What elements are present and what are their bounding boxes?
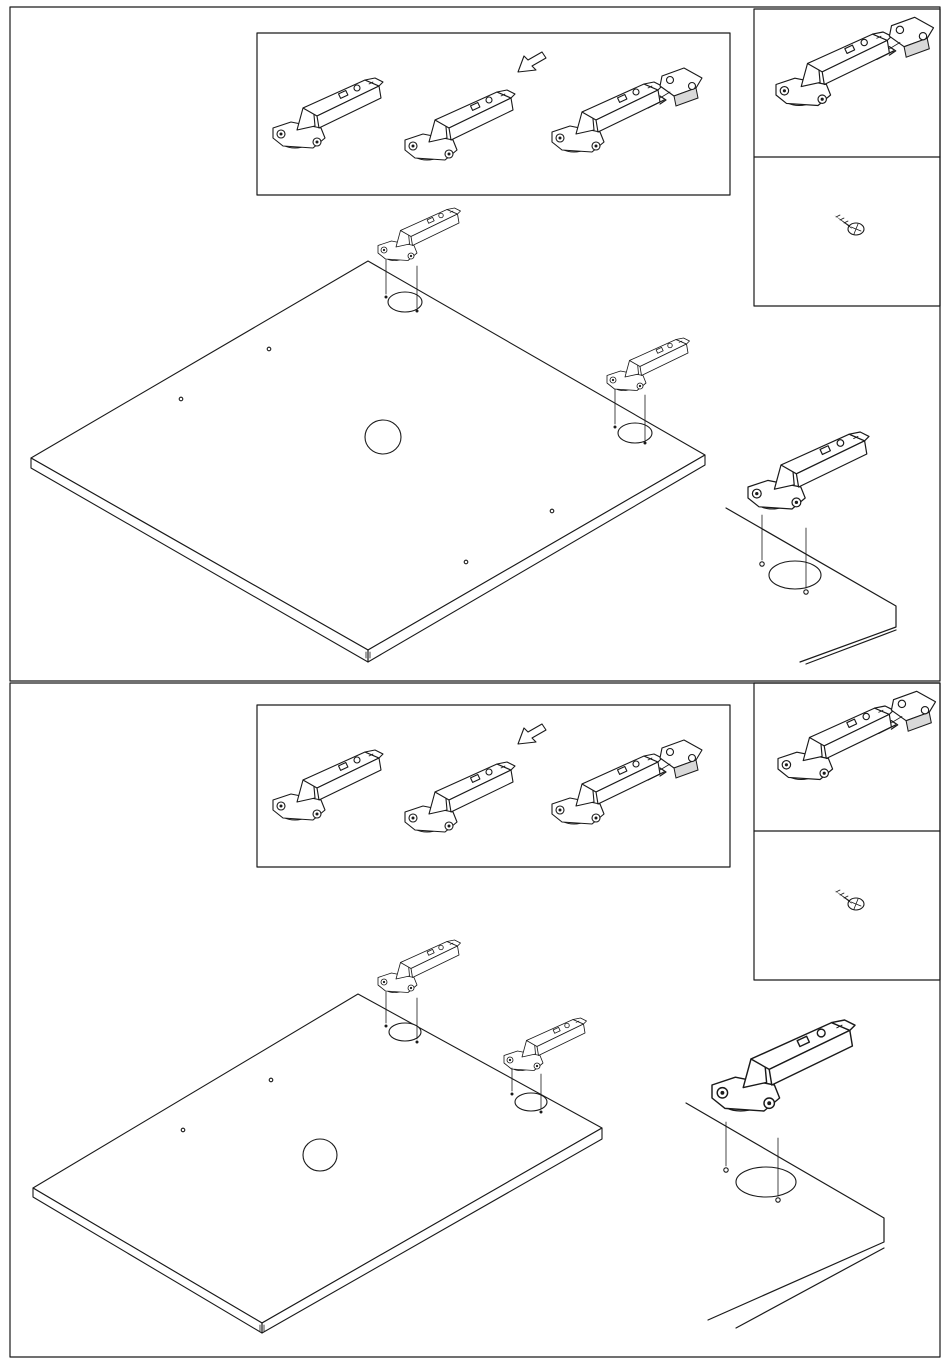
bottom-hinge-enlarged	[712, 1020, 855, 1111]
top-hinge-1	[378, 208, 461, 261]
bottom-screw-icon	[834, 890, 864, 910]
top-enlarged-detail	[726, 432, 896, 664]
bottom-hinge-step-2	[405, 762, 515, 832]
top-hinge-step-3	[552, 68, 702, 152]
top-arrow-icon	[518, 52, 546, 72]
top-hinge-step-2	[405, 90, 515, 160]
top-hinge-enlarged	[748, 432, 869, 509]
bottom-enlarged-detail	[686, 1020, 884, 1328]
bottom-hinge-step-3	[552, 740, 702, 824]
top-hinge-step-1	[273, 78, 383, 148]
top-screw-icon	[834, 215, 864, 235]
bottom-hinge-1	[378, 940, 461, 993]
bottom-hinge-step-1	[273, 750, 383, 820]
bottom-arrow-icon	[518, 724, 546, 744]
bottom-hinge-part-icon	[778, 691, 936, 779]
top-hinge-part-icon	[776, 17, 934, 105]
top-door-panel	[31, 261, 705, 662]
top-section	[31, 9, 940, 664]
bottom-hinge-2	[504, 1018, 587, 1071]
top-hinge-2	[607, 338, 690, 391]
bottom-door-panel	[33, 994, 602, 1333]
bottom-section	[33, 683, 940, 1333]
